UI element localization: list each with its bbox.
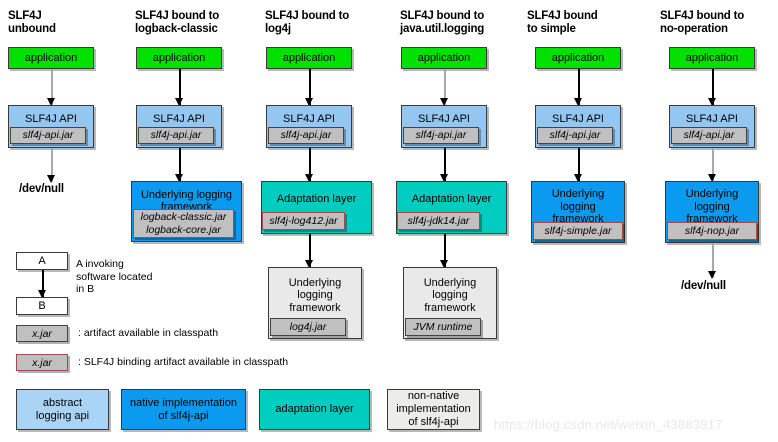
slf4j-api-label: SLF4J API [418, 113, 470, 126]
column-header-log4j: SLF4J bound to log4j [265, 10, 350, 35]
application-box-simple: application [535, 47, 621, 69]
legend-relation-text: A invoking software located in B [76, 258, 153, 295]
legend-binding-jar-label: x.jar [32, 356, 52, 369]
arrow-application-to-api-log4j [305, 69, 314, 106]
arrow-impl-to-devnull-nop [708, 243, 717, 279]
legend-binding-chip: x.jar [16, 354, 68, 371]
watermark-text: https://blog.csdn.net/weixin_43883917 [494, 417, 723, 432]
application-label: application [685, 51, 739, 64]
jar-label-line2: logback-core.jar [146, 223, 221, 236]
arrow-api-to-impl-simple [574, 148, 583, 182]
arrow-application-to-api-simple [574, 69, 583, 106]
color-key-label: native implementation of slf4j-api [129, 396, 237, 422]
jar-label: slf4j-api.jar [683, 129, 735, 142]
color-key-label: abstract logging api [35, 396, 90, 422]
jar-label: slf4j-api.jar [415, 129, 467, 142]
arrow-adapter-to-impl-log4j [305, 234, 314, 268]
jar-label: slf4j-log412.jar [269, 214, 338, 227]
adaptation-layer-label: Adaptation layer [276, 192, 357, 205]
column-header-no-operation: SLF4J bound to no-operation [660, 10, 745, 35]
jar-chip-jvm-runtime: JVM runtime [405, 318, 481, 336]
underlying-framework-box-log4j: Underlying logging framework [268, 267, 362, 339]
jar-chip-logback-binding: logback-classic.jar logback-core.jar [133, 209, 234, 238]
legend-artifact-jar-label: x.jar [32, 327, 52, 340]
application-label: application [282, 51, 336, 64]
application-box-unbound: application [8, 47, 94, 69]
jar-label: slf4j-api.jar [549, 129, 601, 142]
jar-chip-slf4j-jdk14-binding: slf4j-jdk14.jar [397, 212, 480, 230]
jar-label-line1: logback-classic.jar [140, 211, 227, 223]
jar-chip-slf4j-api-log4j: slf4j-api.jar [268, 127, 344, 144]
jar-label: slf4j-api.jar [280, 129, 332, 142]
application-box-jul: application [401, 47, 487, 69]
jar-label: slf4j-nop.jar [684, 224, 740, 237]
jar-label: log4j.jar [289, 320, 327, 333]
column-header-unbound: SLF4J unbound [8, 10, 56, 35]
arrow-api-to-adapter-jul [440, 148, 449, 182]
slf4j-api-label: SLF4J API [153, 113, 205, 126]
slf4j-api-label: SLF4J API [686, 113, 738, 126]
jar-chip-slf4j-simple-binding: slf4j-simple.jar [533, 222, 623, 240]
jar-chip-slf4j-api-unbound: slf4j-api.jar [10, 127, 86, 144]
jar-chip-slf4j-api-nop: slf4j-api.jar [671, 127, 747, 144]
underlying-framework-label: Underlying logging framework [288, 276, 342, 314]
application-label: application [551, 51, 605, 64]
jar-chip-log4j: log4j.jar [270, 318, 346, 336]
slf4j-api-label: SLF4J API [283, 113, 335, 126]
jar-chip-slf4j-api-simple: slf4j-api.jar [537, 127, 613, 144]
color-key-label: adaptation layer [275, 403, 354, 415]
application-label: application [152, 51, 206, 64]
jar-chip-slf4j-nop-binding: slf4j-nop.jar [667, 222, 757, 240]
arrow-api-to-adapter-log4j [305, 148, 314, 182]
slf4j-api-label: SLF4J API [25, 113, 77, 126]
devnull-label-unbound: /dev/null [19, 183, 64, 195]
color-key-label: non-native implementation of slf4j-api [396, 390, 471, 428]
jar-label: slf4j-api.jar [150, 129, 202, 142]
arrow-api-to-impl-nop [708, 148, 717, 182]
jar-label: slf4j-api.jar [22, 129, 74, 142]
jar-chip-slf4j-api-logback: slf4j-api.jar [138, 127, 214, 144]
slf4j-api-label: SLF4J API [552, 113, 604, 126]
arrow-api-to-impl-logback [175, 148, 184, 182]
legend-node-b: B [16, 297, 68, 315]
jar-chip-slf4j-log4j-binding: slf4j-log412.jar [262, 212, 345, 230]
jar-label: slf4j-jdk14.jar [407, 214, 470, 227]
jar-label: slf4j-simple.jar [544, 224, 612, 237]
column-header-simple: SLF4J bound to simple [527, 10, 598, 35]
color-key-non-native-implementation: non-native implementation of slf4j-api [387, 389, 480, 430]
adaptation-layer-label: Adaptation layer [411, 192, 492, 205]
arrow-application-to-api-unbound [47, 69, 56, 106]
arrow-application-to-api-logback [175, 69, 184, 106]
arrow-application-to-api-jul [440, 69, 449, 106]
legend-node-a-label: A [38, 255, 46, 267]
devnull-label-nop: /dev/null [681, 280, 726, 292]
color-key-native-implementation: native implementation of slf4j-api [121, 389, 246, 430]
arrow-adapter-to-impl-jul [440, 234, 449, 268]
application-box-nop: application [669, 47, 755, 69]
application-label: application [417, 51, 471, 64]
jar-chip-slf4j-api-jul: slf4j-api.jar [403, 127, 479, 144]
column-header-logback-classic: SLF4J bound to logback-classic [135, 10, 220, 35]
column-header-java-util-logging: SLF4J bound to java.util.logging [400, 10, 485, 35]
legend-artifact-chip: x.jar [16, 325, 68, 342]
legend-binding-text: : SLF4J binding artifact available in cl… [78, 356, 289, 368]
arrow-api-to-devnull-unbound [47, 148, 56, 183]
legend-artifact-text: : artifact available in classpath [78, 327, 219, 339]
underlying-framework-label: Underlying logging framework [423, 276, 477, 314]
legend-arrow-a-to-b [38, 270, 47, 298]
arrow-application-to-api-nop [708, 69, 717, 106]
application-box-logback: application [136, 47, 222, 69]
application-box-log4j: application [266, 47, 352, 69]
color-key-adaptation-layer: adaptation layer [259, 389, 370, 430]
jar-label: JVM runtime [413, 320, 473, 333]
color-key-abstract-logging-api: abstract logging api [16, 389, 109, 430]
legend-node-b-label: B [38, 300, 46, 312]
application-label: application [24, 51, 78, 64]
legend-node-a: A [16, 252, 68, 270]
